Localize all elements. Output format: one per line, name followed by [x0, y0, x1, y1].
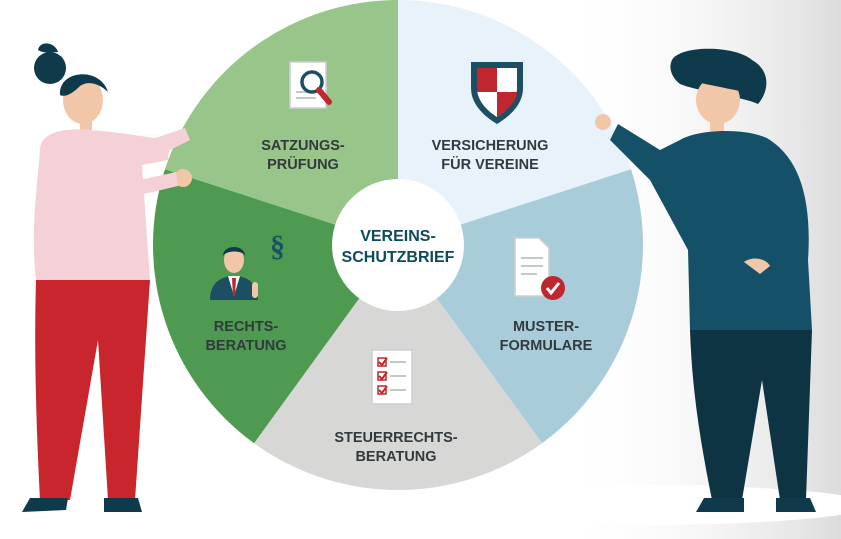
segment-wedge-versicherung — [398, 0, 632, 245]
segment-rechtsberatung: RECHTS- BERATUNG — [205, 319, 286, 354]
segment-wedge-satzungspruefung — [164, 0, 398, 245]
segment-label-line1: VERSICHERUNG — [432, 138, 549, 154]
document-check-icon — [514, 237, 565, 300]
segment-musterformulare: MUSTER- FORMULARE — [500, 319, 593, 354]
segment-label-line2: FÜR VEREINE — [441, 156, 539, 173]
segment-label-line2: BERATUNG — [355, 449, 436, 465]
segment-label-line1: SATZUNGS- — [261, 138, 345, 154]
document-search-icon — [289, 61, 332, 109]
man-figure — [595, 48, 816, 512]
segment-label-line1: RECHTS- — [214, 319, 279, 335]
center-hub: VEREINS- SCHUTZBRIEF — [332, 179, 464, 311]
segment-satzungspruefung: SATZUNGS- PRÜFUNG — [261, 138, 345, 173]
segment-label-line1: MUSTER- — [513, 319, 579, 335]
svg-text:§: § — [270, 230, 285, 263]
segment-label-line2: PRÜFUNG — [267, 156, 339, 173]
checklist-icon — [371, 349, 413, 405]
lawyer-paragraph-icon: § — [210, 230, 285, 300]
center-title-line1: VEREINS- — [360, 228, 436, 245]
segment-label-line2: BERATUNG — [205, 338, 286, 354]
segment-label-line2: FORMULARE — [500, 338, 593, 354]
segment-versicherung: VERSICHERUNG FÜR VEREINE — [432, 138, 549, 173]
segment-steuerrechtsberatung: STEUERRECHTS- BERATUNG — [334, 430, 457, 465]
woman-figure — [22, 43, 192, 512]
shield-icon — [471, 62, 523, 124]
segment-label-line1: STEUERRECHTS- — [334, 430, 457, 446]
center-title-line2: SCHUTZBRIEF — [342, 249, 455, 266]
